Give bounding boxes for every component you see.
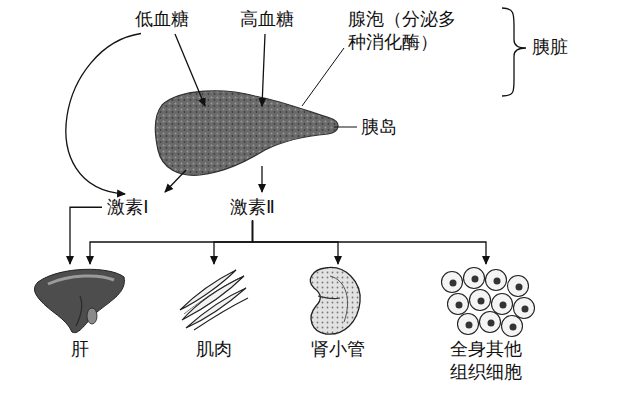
pancreas	[155, 91, 338, 175]
connector-arrow	[253, 221, 487, 265]
cell-nucleus	[450, 280, 457, 287]
node-text: 激素Ⅱ	[230, 196, 275, 219]
liver-shape	[34, 269, 124, 332]
connector-arrow	[214, 221, 253, 265]
leader-line	[302, 48, 344, 106]
arrows	[165, 34, 265, 192]
node-text: 肝	[71, 338, 89, 361]
part-label: 胰岛	[361, 116, 397, 139]
liver-icon	[34, 269, 124, 332]
muscle-icon	[180, 270, 248, 330]
cell	[464, 268, 485, 289]
hormone-label: 激素Ⅰ	[105, 196, 151, 219]
target-organ: 肾小管	[308, 266, 368, 361]
condition-label: 低血糖	[133, 8, 191, 31]
muscle-fiber	[194, 298, 248, 330]
cell	[442, 272, 463, 293]
muscle-fiber	[180, 270, 236, 310]
cells-icon	[442, 268, 535, 337]
condition-label: 高血糖	[238, 8, 296, 31]
connector-arrow	[90, 221, 253, 265]
cell-nucleus	[494, 278, 501, 285]
cell	[486, 270, 507, 291]
target-organ: 肌肉	[178, 266, 250, 361]
connector-arrow	[66, 34, 141, 195]
cell-nucleus	[522, 306, 529, 313]
cell	[448, 294, 469, 315]
cell-nucleus	[488, 320, 495, 327]
leader-line	[334, 127, 357, 128]
low-sugar-arrow	[175, 34, 205, 106]
kidney-hilum	[318, 296, 340, 299]
organ-label: 胰脏	[532, 36, 568, 59]
cell	[508, 276, 529, 297]
cell-nucleus	[466, 322, 473, 329]
gallbladder	[87, 308, 97, 324]
node-text: 肌肉	[196, 338, 232, 361]
cell-nucleus	[472, 276, 479, 283]
target-cells: 全身其他组织细胞	[438, 266, 534, 383]
muscle-fiber	[186, 288, 246, 328]
liver-highlight	[48, 276, 114, 284]
leaders	[302, 48, 357, 127]
secretion-arrow	[261, 166, 262, 192]
target-organ: 肝	[32, 266, 128, 361]
bracket	[502, 8, 526, 96]
node-text: 高血糖	[240, 8, 294, 31]
connector-arrow	[70, 207, 102, 264]
kidney-shape	[310, 267, 360, 334]
cell-nucleus	[500, 302, 507, 309]
hormone-label: 激素Ⅱ	[228, 196, 277, 219]
cell-nucleus	[510, 324, 517, 331]
connectors	[66, 34, 486, 265]
part-label: 腺泡（分泌多种消化酶）	[348, 8, 461, 53]
node-text: 低血糖	[135, 8, 189, 31]
cell	[492, 294, 513, 315]
cell	[470, 290, 491, 311]
node-text: 全身其他组织细胞	[447, 338, 524, 383]
node-text: 肾小管	[311, 338, 365, 361]
cell-nucleus	[516, 284, 523, 291]
kidney-icon	[310, 267, 360, 334]
cell	[480, 312, 501, 333]
cell-nucleus	[478, 298, 485, 305]
cell	[458, 314, 479, 335]
secretion-arrow	[165, 170, 186, 192]
cell-nucleus	[456, 302, 463, 309]
liver-lobe-line	[76, 296, 82, 326]
cell	[502, 316, 523, 337]
high-sugar-arrow	[262, 34, 265, 106]
node-text: 激素Ⅰ	[107, 196, 148, 219]
muscle-striation	[184, 276, 244, 314]
cell	[514, 298, 535, 319]
kidney-cortex	[330, 276, 348, 322]
